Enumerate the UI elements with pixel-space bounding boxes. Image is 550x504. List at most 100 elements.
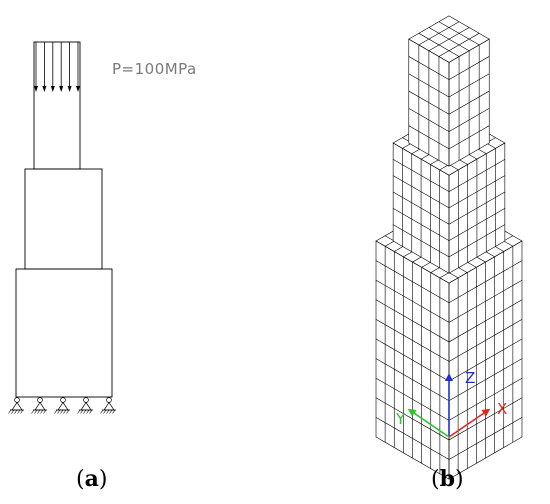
- support-symbol: [8, 397, 24, 414]
- mesh-edge: [408, 142, 450, 167]
- load-arrow-head: [76, 86, 80, 92]
- mesh-edge: [448, 279, 523, 323]
- mesh-edge: [375, 299, 450, 343]
- axis-head: [407, 408, 417, 417]
- load-arrow-head: [42, 86, 47, 92]
- support-symbol: [31, 397, 47, 414]
- axis-label-x: X: [497, 400, 508, 418]
- mesh-edge: [408, 90, 450, 115]
- mesh-edge: [375, 377, 450, 421]
- mesh-edge: [448, 208, 506, 241]
- support-hatch: [86, 409, 90, 414]
- load-arrow-head: [59, 86, 64, 92]
- support-hatch: [63, 409, 67, 414]
- support-hatch: [43, 409, 47, 414]
- caption-a: (a): [76, 466, 108, 492]
- mesh-edge: [375, 436, 450, 480]
- support-hatch: [20, 409, 24, 414]
- axis-head: [481, 408, 491, 417]
- support-hatch: [54, 409, 58, 414]
- support-hatch: [17, 409, 21, 414]
- mesh-edge: [448, 377, 523, 421]
- mesh-edge: [375, 240, 450, 284]
- mesh-edge: [448, 338, 523, 382]
- mesh-edge: [448, 142, 490, 167]
- support-hatch: [66, 409, 70, 414]
- mesh-edge: [375, 417, 450, 460]
- axis-head: [445, 373, 453, 381]
- mesh-edge: [448, 125, 490, 150]
- mesh-edge: [392, 224, 450, 258]
- mesh-edge: [448, 108, 490, 132]
- mesh-edge: [448, 15, 490, 40]
- support-symbol: [77, 397, 93, 414]
- support-hatch: [112, 409, 116, 414]
- mesh-edge: [408, 108, 450, 132]
- mesh-edge: [375, 260, 450, 304]
- hexahedral-mesh: [375, 15, 523, 480]
- mesh-edge: [448, 260, 523, 304]
- mesh-edge: [448, 436, 523, 480]
- support-hatch: [14, 409, 18, 414]
- mesh-edge: [375, 279, 450, 323]
- caption-b: (b): [431, 466, 464, 492]
- mesh-edge: [375, 338, 450, 382]
- mesh-edge: [375, 358, 450, 402]
- mesh-edge: [448, 90, 490, 115]
- mesh-edge: [375, 397, 450, 441]
- mesh-edge: [448, 73, 490, 98]
- mesh-edge: [448, 319, 523, 362]
- load-arrow-head: [34, 86, 38, 92]
- support-hatch: [11, 409, 15, 414]
- pressure-load-arrows: [34, 42, 80, 92]
- support-symbol: [100, 397, 116, 414]
- mesh-edge: [392, 208, 450, 241]
- bottom-segment: [15, 268, 113, 398]
- support-hatch: [83, 409, 87, 414]
- mesh-edge: [448, 240, 506, 274]
- mesh-edge: [448, 175, 506, 209]
- support-hatch: [34, 409, 38, 414]
- mesh-edge: [448, 397, 523, 441]
- mesh-edge: [375, 319, 450, 362]
- mesh-edge: [438, 21, 480, 46]
- mesh-edge: [408, 125, 450, 150]
- mesh-edge: [448, 224, 506, 258]
- axis-shaft: [448, 410, 488, 438]
- mesh-edge: [392, 175, 450, 209]
- load-arrow-head: [50, 86, 55, 92]
- support-hatch: [40, 409, 44, 414]
- z-axis-arrow: [445, 373, 453, 437]
- support-hatch: [31, 409, 35, 414]
- x-axis-arrow: [448, 408, 491, 438]
- mesh-edge: [428, 27, 470, 52]
- axis-label-z: Z: [465, 369, 476, 387]
- support-hatch: [57, 409, 61, 414]
- mesh-edge: [448, 417, 523, 460]
- mesh-edge: [408, 56, 450, 80]
- y-axis-arrow: [407, 408, 450, 438]
- mesh-edge: [418, 33, 460, 57]
- support-hatch: [100, 409, 104, 414]
- support-hatch: [109, 409, 113, 414]
- mesh-edge: [408, 73, 450, 98]
- load-arrow-head: [67, 86, 72, 92]
- pressure-label: P=100MPa: [112, 60, 197, 78]
- mesh-edge: [448, 56, 490, 80]
- support-hatch: [106, 409, 110, 414]
- support-hatch: [60, 409, 64, 414]
- mesh-edge: [392, 191, 450, 225]
- fixed-supports: [8, 397, 116, 414]
- support-hatch: [80, 409, 84, 414]
- support-symbol: [54, 397, 70, 414]
- mesh-edge: [408, 38, 450, 63]
- support-hatch: [37, 409, 41, 414]
- mesh-edge: [392, 240, 450, 274]
- axis-shaft: [410, 410, 450, 438]
- mesh-edge: [448, 159, 506, 192]
- support-hatch: [89, 409, 93, 414]
- support-hatch: [103, 409, 107, 414]
